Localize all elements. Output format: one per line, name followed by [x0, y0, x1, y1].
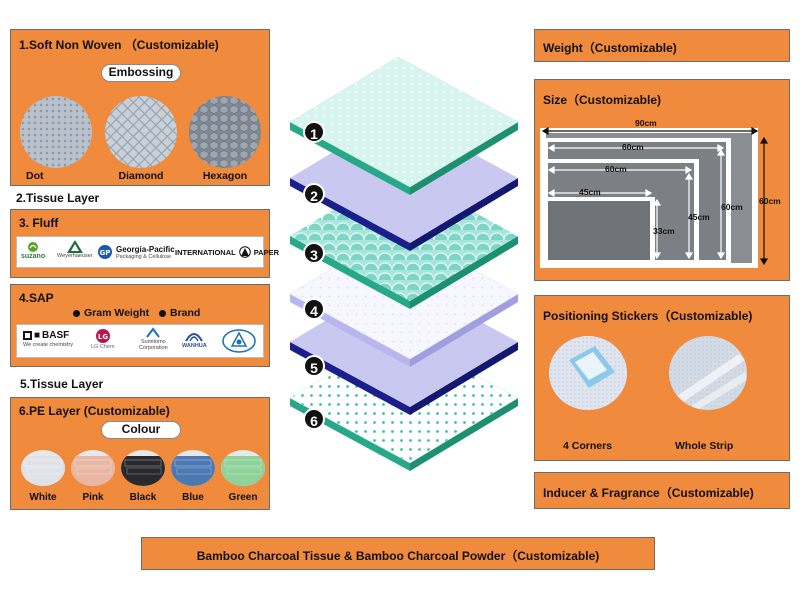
basf-logo: ■ BASF We create chemistry [23, 330, 74, 348]
tissue-layer-top-label: 2.Tissue Layer [16, 191, 100, 205]
four-corners-label: 4 Corners [563, 440, 613, 452]
weyerhaeuser-icon [66, 240, 83, 253]
size-label-h45: 45cm [688, 212, 710, 222]
size-dimension-arrows [541, 126, 769, 266]
whole-strip-label: Whole Strip [675, 440, 734, 452]
size-label-60cm-b: 60cm [605, 164, 627, 174]
svg-text:GP: GP [100, 249, 111, 257]
four-corners-image [549, 336, 627, 410]
swatch-label-pink: Pink [82, 492, 104, 503]
soft-nonwoven-panel: 1.Soft Non Woven （Customizable) Embossin… [10, 29, 270, 186]
size-label-60cm-a: 60cm [622, 142, 644, 152]
georgia-pacific-icon: GP [98, 245, 112, 259]
size-label-45cm: 45cm [579, 187, 601, 197]
lg-chem-logo: LG LG Chem [91, 328, 115, 350]
sumitomo-logo: Sumitomo Corporation [139, 327, 168, 351]
pe-layer-title: 6.PE Layer (Customizable) [19, 404, 170, 418]
swatch-green [221, 450, 265, 486]
colour-pill: Colour [101, 421, 181, 439]
soft-nonwoven-title: 1.Soft Non Woven （Customizable) [19, 38, 219, 52]
sap-panel: 4.SAP Gram Weight Brand ■ BASF We create… [10, 284, 270, 367]
layer-number-4: 4 [303, 298, 325, 320]
layer-number-1: 1 [303, 121, 325, 143]
georgia-pacific-logo: GP Georgia-Pacific Packaging & Cellulose [97, 244, 175, 260]
swatch-white [21, 450, 65, 486]
fluff-logo-bar: suzano Weyerhaeuser GP Georgia-Pacific P… [16, 236, 279, 268]
dot-pattern-label: Dot [26, 170, 44, 182]
swatch-blue [171, 450, 215, 486]
suzano-logo: suzano [21, 241, 45, 260]
fluff-panel: 3. Fluff suzano Weyerhaeuser GP Georgia-… [10, 209, 279, 278]
pe-layer-panel: 6.PE Layer (Customizable) Colour White Pi… [10, 397, 270, 510]
svg-text:LG: LG [98, 333, 108, 341]
chemical-brand-icon [222, 329, 256, 353]
embossing-pill: Embossing [101, 64, 181, 82]
whole-strip-image [669, 336, 747, 410]
bamboo-panel: Bamboo Charcoal Tissue & Bamboo Charcoal… [141, 537, 655, 570]
size-label-h60-inner: 60cm [721, 202, 743, 212]
size-title: Size（Customizable) [543, 93, 662, 107]
tissue-layer-bottom-label: 5.Tissue Layer [20, 377, 104, 391]
sap-title: 4.SAP [19, 291, 54, 305]
wanhua-icon [185, 333, 204, 342]
size-label-h33: 33cm [653, 226, 675, 236]
layer-number-5: 5 [303, 355, 325, 377]
international-paper-logo: INTERNATIONAL PAPER [175, 246, 279, 258]
chemical-brand-logo [222, 329, 256, 353]
brand-bullet: Brand [159, 307, 200, 319]
swatch-label-black: Black [129, 492, 157, 503]
hexagon-pattern-image [189, 96, 261, 168]
weyerhaeuser-logo: Weyerhaeuser [57, 240, 93, 259]
weight-panel: Weight（Customizable) [534, 29, 790, 62]
basf-icon [23, 331, 32, 340]
size-label-h60-outer: 60cm [759, 196, 781, 206]
swatch-label-blue: Blue [182, 492, 204, 503]
fluff-title: 3. Fluff [19, 216, 59, 230]
swatch-black [121, 450, 165, 486]
inducer-panel: Inducer & Fragrance（Customizable) [534, 472, 790, 509]
sumitomo-icon [146, 327, 161, 338]
lg-chem-icon: LG [95, 329, 110, 343]
sap-logo-bar: ■ BASF We create chemistry LG LG Chem Su… [16, 324, 264, 358]
diamond-pattern-image [105, 96, 177, 168]
bamboo-title: Bamboo Charcoal Tissue & Bamboo Charcoal… [196, 549, 600, 563]
suzano-icon [28, 242, 39, 252]
stickers-title: Positioning Stickers（Customizable) [543, 309, 753, 323]
layer-stack-illustration [289, 56, 519, 471]
diamond-pattern-label: Diamond [118, 170, 164, 182]
international-paper-icon [238, 246, 251, 258]
swatch-label-green: Green [228, 492, 258, 503]
hexagon-pattern-label: Hexagon [202, 170, 248, 182]
dot-pattern-image [20, 96, 92, 168]
size-label-90cm: 90cm [635, 118, 657, 128]
stickers-panel: Positioning Stickers（Customizable) 4 Cor… [534, 295, 790, 461]
inducer-title: Inducer & Fragrance（Customizable) [543, 486, 754, 500]
swatch-label-white: White [29, 492, 57, 503]
layer-number-2: 2 [303, 183, 325, 205]
size-45x33-inner [548, 201, 650, 260]
wanhua-logo: WANHUA [182, 329, 207, 349]
weight-title: Weight（Customizable) [543, 41, 677, 55]
layer-number-3: 3 [303, 242, 325, 264]
gram-weight-bullet: Gram Weight [73, 307, 149, 319]
layer-number-6: 6 [303, 408, 325, 430]
size-panel: Size（Customizable) [534, 79, 790, 281]
swatch-pink [71, 450, 115, 486]
